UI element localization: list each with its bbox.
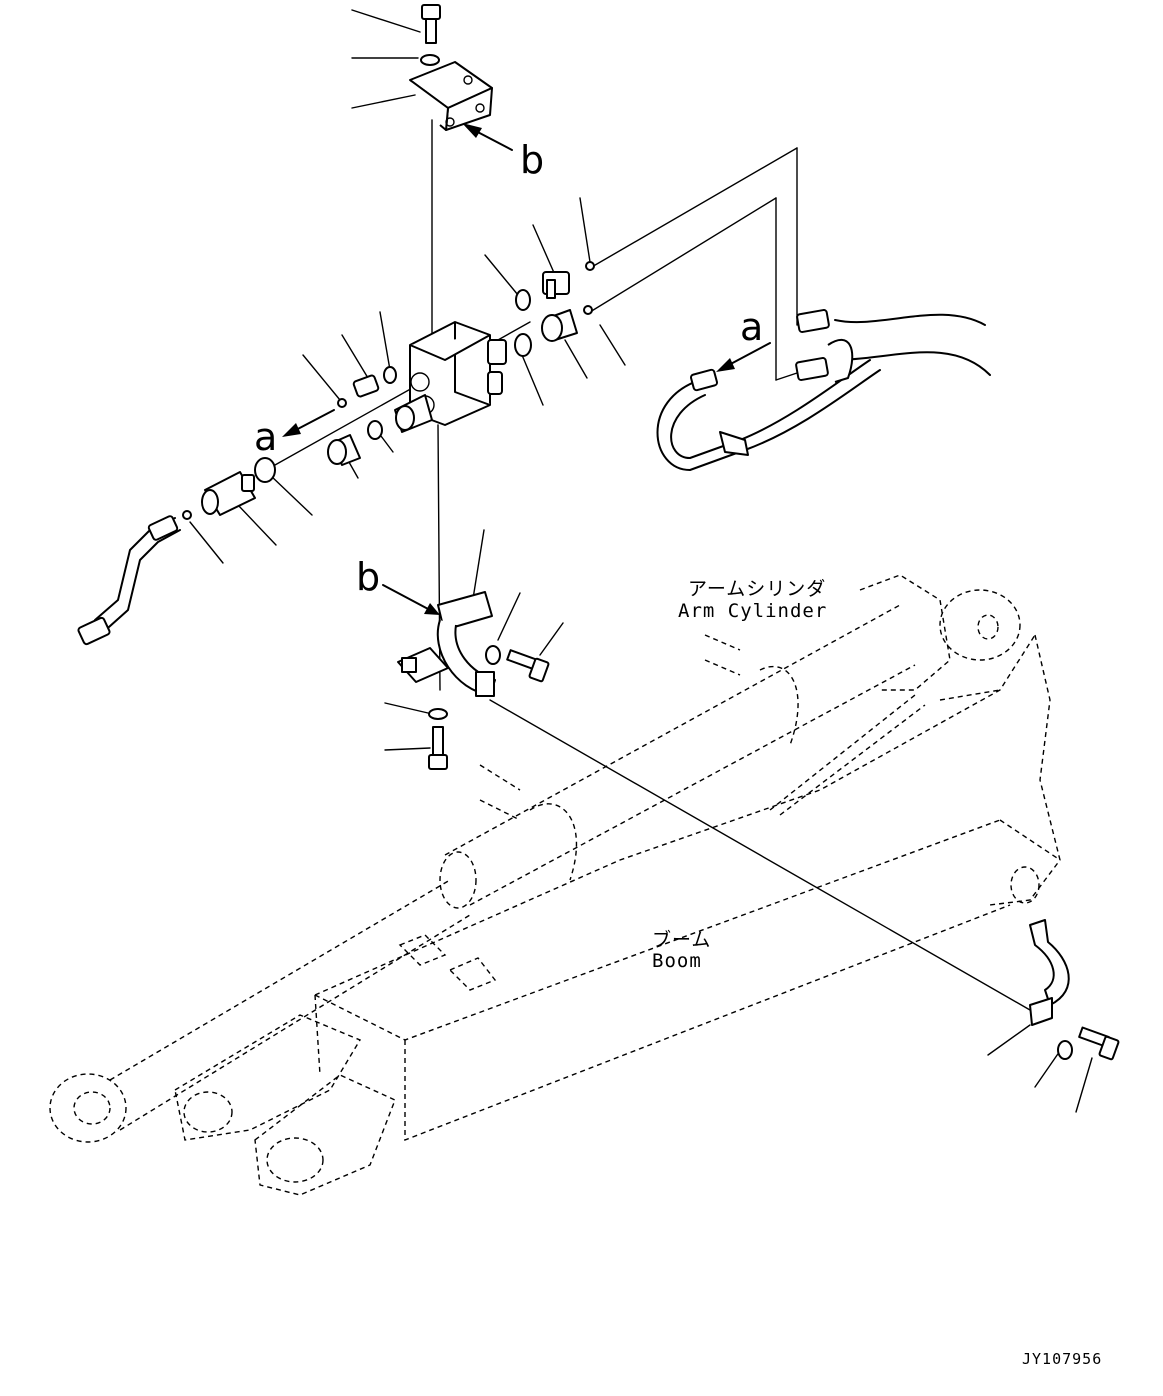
- view-label-b-center: b: [356, 555, 381, 599]
- center-bolt-right: [506, 649, 550, 683]
- small-o-ring-check-valve: [182, 510, 192, 520]
- drawing-id: JY107956: [1022, 1350, 1103, 1368]
- center-washer-right: [485, 645, 501, 665]
- arm-cylinder: [439, 574, 1021, 909]
- view-label-a-left: a: [254, 415, 278, 459]
- o-ring-right-lower: [514, 333, 532, 357]
- arm-cylinder-en-label: Arm Cylinder: [678, 600, 828, 622]
- plug: [327, 434, 361, 466]
- top-washer: [420, 54, 440, 66]
- o-ring-right-upper: [515, 289, 531, 311]
- view-label-a-right: a: [740, 305, 764, 349]
- hose-right: [656, 309, 991, 471]
- o-ring-left-upper: [383, 366, 397, 384]
- o-ring-large: [254, 457, 276, 483]
- boom-jp-label: ブーム: [652, 929, 712, 951]
- hose-left: [77, 515, 181, 646]
- center-washer-lower: [428, 708, 448, 720]
- leader-lines: [189, 9, 1093, 1113]
- view-label-b-top: b: [520, 138, 545, 182]
- fitting-left-upper: [352, 374, 380, 398]
- top-bolt: [421, 4, 441, 44]
- fitting-right-lower: [541, 309, 578, 342]
- view-arrows: [282, 123, 771, 615]
- boom-en-label: Boom: [652, 950, 702, 972]
- lower-right-bolt: [1078, 1026, 1120, 1061]
- small-o-ring-left-upper: [337, 398, 347, 408]
- lower-right-washer: [1057, 1040, 1073, 1060]
- o-ring-left-lower: [367, 420, 383, 440]
- valve-block: [394, 321, 507, 433]
- small-o-ring-right-upper: [585, 261, 595, 271]
- boom-structure: [49, 634, 1061, 1196]
- fitting-right-upper: [542, 271, 570, 299]
- center-clamp: [397, 591, 496, 697]
- center-bolt-lower: [428, 726, 448, 770]
- top-bracket: [409, 61, 493, 131]
- arm-cylinder-jp-label: アームシリンダ: [688, 578, 827, 600]
- small-o-ring-right-lower: [583, 305, 593, 315]
- check-valve: [201, 471, 256, 516]
- lower-right-clamp: [1029, 919, 1070, 1026]
